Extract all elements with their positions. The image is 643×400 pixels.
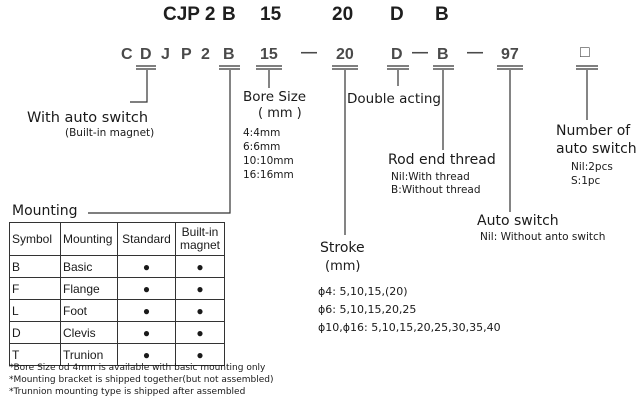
- row-builtin-dot: ●: [175, 299, 225, 322]
- note-3: *Trunnion mounting type is shipped after…: [9, 387, 246, 397]
- row-symbol: B: [9, 255, 61, 278]
- auto-switch-title: Auto switch: [477, 213, 559, 229]
- code-switch-count: □: [580, 44, 590, 61]
- row-symbol: D: [9, 321, 61, 344]
- rod-end-option-nil: Nil:With thread: [391, 171, 470, 183]
- code-letter-p: P: [181, 46, 192, 63]
- stroke-unit: (mm): [325, 259, 361, 274]
- stroke-option-10-16: ϕ10,ϕ16: 5,10,15,20,25,30,35,40: [318, 321, 501, 334]
- underline-97: [497, 65, 523, 70]
- bore-option-4: 4:4mm: [243, 127, 281, 139]
- stroke-option-6: ϕ6: 5,10,15,20,25: [318, 303, 417, 316]
- underline-b: [219, 65, 240, 70]
- underline-20: [332, 65, 358, 70]
- col-symbol: Symbol: [9, 222, 61, 256]
- underline-d: [136, 65, 156, 70]
- with-auto-switch-title: With auto switch: [27, 110, 149, 126]
- row-standard-dot: ●: [117, 255, 176, 278]
- row-standard-dot: ●: [117, 321, 176, 344]
- col-mounting: Mounting: [60, 222, 118, 256]
- code-auto-switch: 97: [501, 46, 519, 63]
- row-standard-dot: ●: [117, 277, 176, 300]
- row-builtin-dot: ●: [175, 343, 225, 366]
- bore-size-unit: ( mm ): [258, 106, 302, 121]
- stroke-option-4: ϕ4: 5,10,15,(20): [318, 285, 408, 298]
- table-row: D Clevis ● ●: [9, 321, 225, 344]
- stroke-title: Stroke: [320, 240, 365, 256]
- row-mounting: Flange: [60, 277, 118, 300]
- note-2: *Mounting bracket is shipped together(bu…: [9, 375, 274, 385]
- code-letter-d: D: [140, 46, 152, 63]
- code-dash-1: —: [301, 44, 317, 61]
- col-builtin-line1: Built-in: [181, 225, 219, 239]
- header-mounting-code: B: [222, 4, 236, 25]
- col-builtin-line2: magnet: [179, 238, 221, 252]
- bore-option-16: 16:16mm: [243, 169, 294, 181]
- table-row: T Trunion ● ●: [9, 343, 225, 366]
- code-letter-j: J: [161, 46, 170, 63]
- mounting-table: Symbol Mounting Standard Built-in magnet…: [9, 222, 225, 366]
- underline-d2: [387, 65, 409, 70]
- code-action: D: [391, 46, 403, 63]
- rod-end-thread-title: Rod end thread: [388, 152, 496, 168]
- row-mounting: Basic: [60, 255, 118, 278]
- code-rod-end: B: [437, 46, 449, 63]
- bore-option-6: 6:6mm: [243, 141, 281, 153]
- number-of-switch-title-2: auto switch: [556, 141, 637, 157]
- header-bore-code: 15: [260, 4, 282, 25]
- row-mounting: Trunion: [60, 343, 118, 366]
- underline-count: [576, 65, 598, 70]
- mounting-title: Mounting: [12, 203, 78, 219]
- underline-15: [256, 65, 282, 70]
- header-stroke-code: 20: [332, 4, 354, 25]
- number-of-switch-title-1: Number of: [556, 123, 631, 139]
- row-symbol: L: [9, 299, 61, 322]
- code-letter-2: 2: [201, 46, 210, 63]
- bore-option-10: 10:10mm: [243, 155, 294, 167]
- code-letter-c: C: [121, 46, 133, 63]
- header-action-code: D: [390, 4, 404, 25]
- leader-with-auto-switch: [130, 70, 148, 103]
- code-dash-3: —: [467, 44, 483, 61]
- row-builtin-dot: ●: [175, 277, 225, 300]
- row-mounting: Clevis: [60, 321, 118, 344]
- code-mounting: B: [223, 46, 235, 63]
- row-mounting: Foot: [60, 299, 118, 322]
- col-builtin: Built-in magnet: [175, 222, 225, 256]
- col-standard: Standard: [117, 222, 176, 256]
- table-row: F Flange ● ●: [9, 277, 225, 300]
- row-builtin-dot: ●: [175, 255, 225, 278]
- code-bore: 15: [260, 46, 278, 63]
- table-row: B Basic ● ●: [9, 255, 225, 278]
- underline-b2: [433, 65, 454, 70]
- bore-size-title: Bore Size: [243, 89, 307, 105]
- switch-count-option-s: S:1pc: [571, 175, 601, 187]
- leader-mounting: [88, 70, 231, 214]
- row-symbol: F: [9, 277, 61, 300]
- row-builtin-dot: ●: [175, 321, 225, 344]
- row-standard-dot: ●: [117, 299, 176, 322]
- auto-switch-option-nil: Nil: Without anto switch: [480, 231, 606, 243]
- rod-end-option-b: B:Without thread: [391, 184, 481, 196]
- header-prefix: CJP 2: [163, 4, 216, 25]
- note-1: *Bore Size od 4mm is available with basi…: [9, 363, 266, 373]
- double-acting-label: Double acting: [347, 91, 441, 107]
- code-dash-2: —: [412, 44, 428, 61]
- with-auto-switch-note: (Built-in magnet): [65, 127, 155, 139]
- header-rod-end-code: B: [435, 4, 449, 25]
- switch-count-option-nil: Nil:2pcs: [571, 161, 613, 173]
- code-stroke: 20: [336, 46, 354, 63]
- mounting-table-header: Symbol Mounting Standard Built-in magnet: [9, 222, 225, 256]
- table-row: L Foot ● ●: [9, 299, 225, 322]
